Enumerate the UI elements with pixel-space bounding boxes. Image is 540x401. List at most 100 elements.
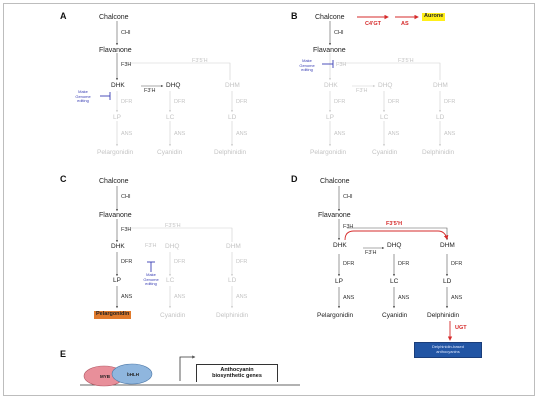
b-dfr-2: DFR bbox=[388, 99, 400, 105]
d-cyanidin: Cyanidin bbox=[382, 312, 408, 319]
c-dfr-3: DFR bbox=[236, 259, 248, 265]
a-f3h: F3H bbox=[121, 62, 132, 68]
c-delphinidin: Delphinidin bbox=[216, 312, 249, 319]
myb-label: MYB bbox=[100, 373, 110, 379]
b-f3h: F3H bbox=[336, 62, 347, 68]
b-delphinidin: Delphinidin bbox=[422, 149, 455, 156]
b-genome-editing: Make Genome editing bbox=[299, 58, 315, 73]
b-f35h-grey: F3'5'H bbox=[398, 58, 414, 64]
b-lc: LC bbox=[380, 114, 389, 121]
panel-label-c: C bbox=[60, 174, 67, 184]
c-lp: LP bbox=[113, 277, 121, 284]
c-f3h: F3H bbox=[121, 227, 132, 233]
a-dfr-3: DFR bbox=[236, 99, 248, 105]
d-ld: LD bbox=[443, 278, 452, 285]
d-dfr-1: DFR bbox=[343, 261, 355, 267]
figure-frame bbox=[3, 3, 535, 396]
b-dhq: DHQ bbox=[378, 82, 393, 89]
a-dhq: DHQ bbox=[166, 82, 181, 89]
b-ans-1: ANS bbox=[334, 131, 346, 137]
d-f3h-prime: F3'H bbox=[365, 250, 377, 256]
c-chi: CHI bbox=[121, 194, 131, 200]
a-ans-1: ANS bbox=[121, 131, 133, 137]
d-flavanone: Flavanone bbox=[318, 212, 351, 219]
c-ans-3: ANS bbox=[236, 294, 248, 300]
a-lc: LC bbox=[166, 114, 175, 121]
panel-label-a: A bbox=[60, 11, 67, 21]
b-chi: CHI bbox=[334, 30, 344, 36]
d-delphinidin-derivatives: Delphinidin-based anthocyanins bbox=[414, 342, 482, 358]
c-dhq: DHQ bbox=[165, 243, 180, 250]
b-flavanone: Flavanone bbox=[313, 47, 346, 54]
tf-complex bbox=[83, 363, 153, 387]
d-ans-2: ANS bbox=[398, 295, 410, 301]
d-lc: LC bbox=[390, 278, 399, 285]
d-dhm: DHM bbox=[440, 242, 455, 249]
c-ld: LD bbox=[228, 277, 237, 284]
a-ans-3: ANS bbox=[236, 131, 248, 137]
c-pelargonidin: Pelargonidin bbox=[94, 311, 132, 319]
c-dhk: DHK bbox=[111, 243, 125, 250]
d-pelargonidin: Pelargonidin bbox=[317, 312, 354, 319]
d-dhq: DHQ bbox=[387, 242, 402, 249]
b-c4gt: C4'GT bbox=[365, 21, 381, 27]
c-dhm: DHM bbox=[226, 243, 241, 250]
b-f3h-prime: F3'H bbox=[356, 88, 368, 94]
panel-label-e: E bbox=[60, 349, 67, 359]
a-ld: LD bbox=[228, 114, 237, 121]
d-f3h: F3H bbox=[343, 224, 354, 230]
d-ans-3: ANS bbox=[451, 295, 463, 301]
bhlh-label: bHLH bbox=[127, 371, 139, 377]
a-dhk: DHK bbox=[111, 82, 125, 89]
c-f35h-grey: F3'5'H bbox=[165, 223, 181, 229]
d-lp: LP bbox=[335, 278, 343, 285]
c-ans-1: ANS bbox=[121, 294, 133, 300]
a-chi: CHI bbox=[121, 30, 131, 36]
a-f35h-grey: F3'5'H bbox=[192, 58, 208, 64]
b-dhk: DHK bbox=[324, 82, 338, 89]
b-dhm: DHM bbox=[433, 82, 448, 89]
b-ld: LD bbox=[436, 114, 445, 121]
d-ugt: UGT bbox=[455, 325, 467, 331]
b-chalcone: Chalcone bbox=[315, 14, 345, 21]
a-genome-editing: Make Genome editing bbox=[75, 89, 91, 104]
b-ans-2: ANS bbox=[388, 131, 400, 137]
d-delphinidin: Delphinidin bbox=[427, 312, 460, 319]
c-flavanone: Flavanone bbox=[99, 212, 132, 219]
b-as: AS bbox=[401, 21, 409, 27]
b-dfr-3: DFR bbox=[444, 99, 456, 105]
a-lp: LP bbox=[113, 114, 121, 121]
a-dhm: DHM bbox=[225, 82, 240, 89]
c-lc: LC bbox=[166, 277, 175, 284]
d-chalcone: Chalcone bbox=[320, 178, 350, 185]
b-dfr-1: DFR bbox=[334, 99, 346, 105]
a-dfr-2: DFR bbox=[174, 99, 186, 105]
d-f35h: F3'5'H bbox=[386, 221, 403, 227]
d-chi: CHI bbox=[343, 194, 353, 200]
c-f3h-prime: F3'H bbox=[145, 243, 157, 249]
c-dfr-1: DFR bbox=[121, 259, 133, 265]
anthocyanin-genes-box: Anthocyanin biosynthetic genes bbox=[196, 364, 278, 382]
d-dhk: DHK bbox=[333, 242, 347, 249]
a-dfr-1: DFR bbox=[121, 99, 133, 105]
a-chalcone: Chalcone bbox=[99, 14, 129, 21]
a-f3h-prime: F3'H bbox=[144, 88, 156, 94]
b-pelargonidin: Pelargonidin bbox=[310, 149, 347, 156]
c-chalcone: Chalcone bbox=[99, 178, 129, 185]
d-ans-1: ANS bbox=[343, 295, 355, 301]
a-flavanone: Flavanone bbox=[99, 47, 132, 54]
b-lp: LP bbox=[326, 114, 334, 121]
a-ans-2: ANS bbox=[174, 131, 186, 137]
c-ans-2: ANS bbox=[174, 294, 186, 300]
d-dfr-3: DFR bbox=[451, 261, 463, 267]
panel-label-b: B bbox=[291, 11, 298, 21]
c-genome-editing: Make Genome editing bbox=[143, 272, 159, 287]
d-dfr-2: DFR bbox=[398, 261, 410, 267]
b-ans-3: ANS bbox=[444, 131, 456, 137]
a-cyanidin: Cyanidin bbox=[157, 149, 183, 156]
b-aurone: Aurone bbox=[422, 13, 446, 21]
a-delphinidin: Delphinidin bbox=[214, 149, 247, 156]
bhlh-shape bbox=[111, 363, 153, 385]
panel-label-d: D bbox=[291, 174, 298, 184]
